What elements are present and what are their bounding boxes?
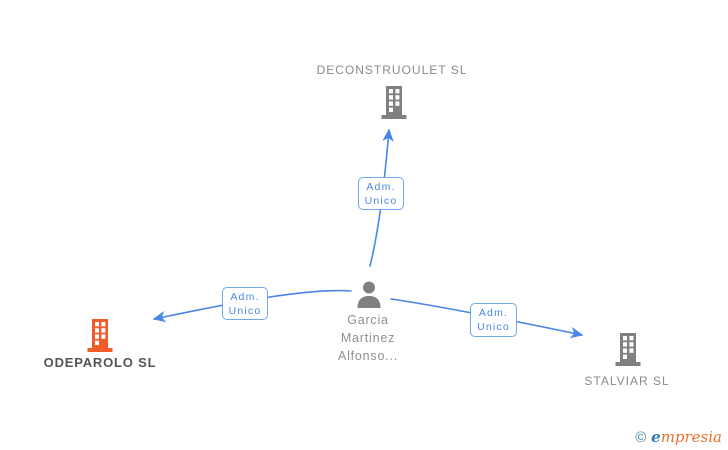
building-icon xyxy=(615,333,641,366)
edge-label-adm-unico-left[interactable]: Adm. Unico xyxy=(222,287,268,320)
person-name: Garcia Martinez Alfonso... xyxy=(337,313,399,363)
empresia-logo[interactable]: © empresia xyxy=(635,428,722,446)
company-label-deconstruoulet: DECONSTRUOULET SL xyxy=(316,63,468,77)
edge-label-adm-unico-top[interactable]: Adm. Unico xyxy=(358,177,404,210)
building-icon-highlighted xyxy=(87,319,113,352)
company-node-deconstruoulet[interactable] xyxy=(379,86,409,124)
logo-brand-initial: e xyxy=(651,428,661,446)
copyright-icon: © xyxy=(635,429,647,446)
edge-person-to-deconstruoulet xyxy=(369,128,394,267)
person-icon xyxy=(357,281,381,308)
company-node-stalviar[interactable] xyxy=(613,333,643,371)
person-node[interactable] xyxy=(356,281,382,313)
logo-brand-rest: mpresia xyxy=(660,428,722,446)
building-icon xyxy=(381,86,407,119)
company-label-stalviar: STALVIAR SL xyxy=(584,374,670,388)
company-label-odeparolo: ODEPAROLO SL xyxy=(43,355,157,370)
edge-label-adm-unico-right[interactable]: Adm. Unico xyxy=(470,303,517,337)
company-node-odeparolo[interactable] xyxy=(85,319,115,357)
